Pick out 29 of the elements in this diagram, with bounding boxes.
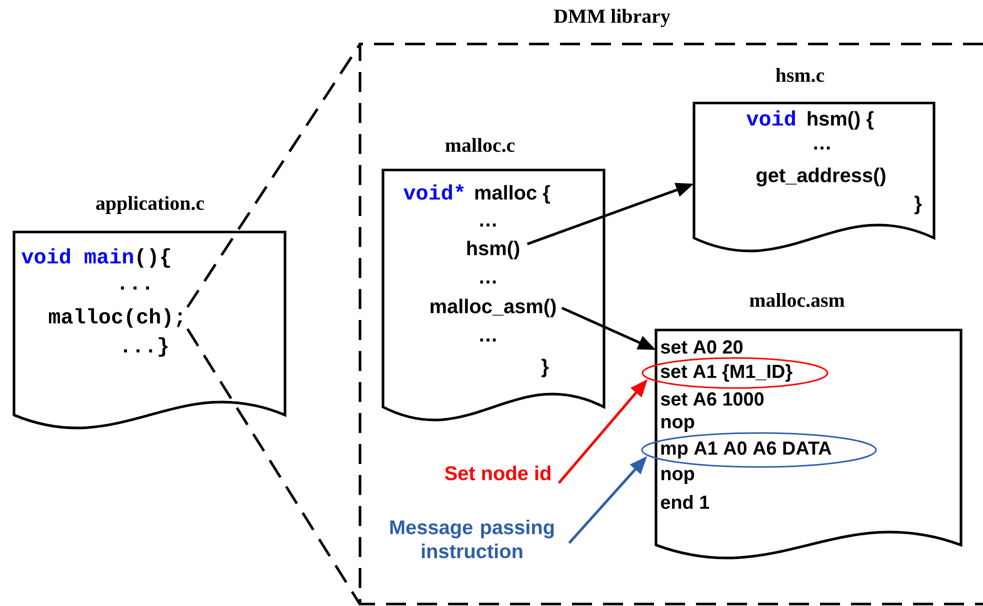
code-line: malloc_asm() [430, 298, 556, 318]
code-line: nop [661, 418, 694, 432]
code-line: … [814, 146, 830, 150]
file-name: application.c [96, 196, 204, 214]
code-line: ...} [124, 337, 168, 357]
file-name: malloc.c [445, 138, 515, 152]
code-line: malloc(ch); [48, 308, 182, 328]
code-line: ... [120, 286, 150, 290]
region-title: DMM library [554, 8, 670, 28]
code-line: hsm() [467, 240, 520, 260]
code-line: set A0 20 [660, 340, 743, 354]
connector-line [186, 43, 362, 308]
code-line: end 1 [660, 495, 710, 509]
file-name: hsm.c [776, 68, 824, 82]
connector-line [186, 328, 362, 606]
file-name: malloc.asm [750, 292, 845, 308]
code-line: void* malloc { [404, 184, 550, 204]
code-line: void hsm() { [746, 110, 874, 130]
code-line: get_address() [756, 168, 886, 186]
code-line: set A6 1000 [660, 392, 764, 406]
code-line: } [914, 196, 922, 214]
code-line: … [480, 338, 496, 342]
code-line: } [542, 358, 549, 378]
code-line: … [480, 224, 496, 226]
code-line: void main (){ [22, 248, 170, 268]
annotation-text: Message passing instruction [390, 520, 554, 558]
code-line: nop [661, 470, 694, 484]
annotation-text: Set node id [444, 466, 550, 480]
code-line: … [480, 280, 496, 284]
